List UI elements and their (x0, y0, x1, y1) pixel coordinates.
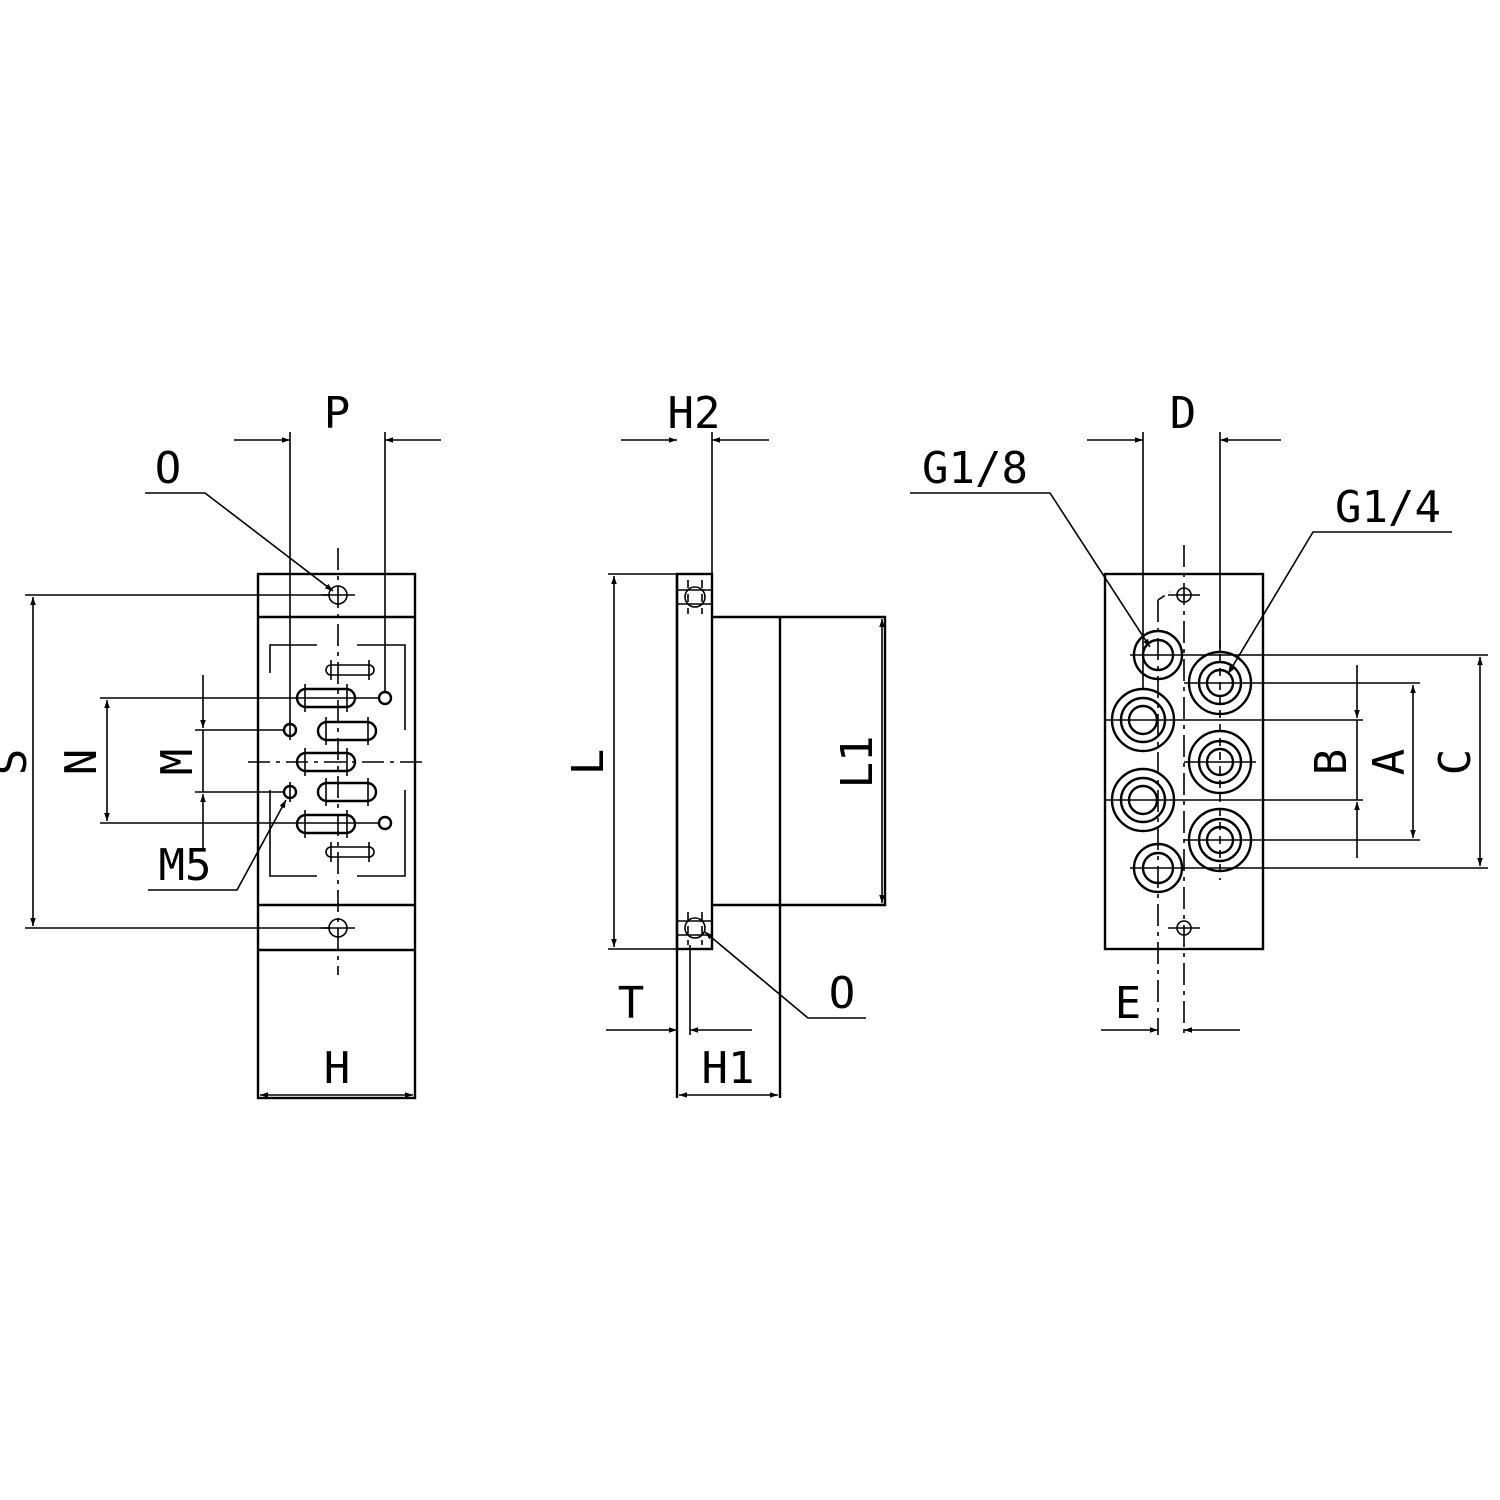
dim-H1: H1 (679, 1043, 778, 1098)
dim-C: C (1186, 654, 1488, 869)
slot-7 (325, 842, 375, 862)
label-G18: G1/8 (922, 443, 1028, 494)
slot-4 (295, 748, 357, 776)
side-view: H2 L L1 O T (563, 388, 887, 1098)
front-view: P O S N M (0, 388, 441, 1100)
label-C: C (1430, 749, 1481, 776)
label-O-front: O (155, 443, 182, 494)
label-B: B (1306, 749, 1357, 776)
dim-T: T (606, 945, 752, 1035)
slot-6 (295, 810, 357, 838)
leader-G18: G1/8 (910, 443, 1151, 648)
side-valve-body (712, 615, 887, 907)
front-inner-brackets (269, 644, 406, 877)
label-L1: L1 (832, 736, 883, 789)
slot-1 (325, 660, 375, 680)
side-plate-outline (675, 572, 714, 951)
g18-port-4 (1130, 842, 1186, 894)
label-G14: G1/4 (1335, 482, 1441, 533)
g18-port-3 (1105, 767, 1363, 833)
dim-L1: L1 (832, 619, 885, 903)
label-M5: M5 (159, 840, 212, 891)
front-slots (295, 660, 378, 862)
rear-mount-hole-bottom (1168, 920, 1200, 936)
dim-A: A (1364, 685, 1416, 838)
label-M: M (152, 749, 203, 776)
front-body-outline (256, 572, 417, 1100)
label-S: S (0, 749, 37, 776)
label-H2: H2 (668, 388, 721, 439)
dim-E: E (1101, 978, 1240, 1033)
label-L: L (563, 749, 614, 776)
slot-5 (316, 778, 378, 806)
dim-P: P (234, 388, 441, 725)
label-H1: H1 (702, 1043, 755, 1094)
leader-G14: G1/4 (1227, 482, 1452, 675)
dim-M: M (152, 675, 284, 848)
leader-O-side: O (704, 931, 866, 1019)
side-hole-bottom (677, 912, 712, 945)
label-T: T (618, 978, 645, 1029)
label-D: D (1170, 388, 1197, 439)
slot-3 (316, 717, 378, 745)
dim-H2: H2 (621, 388, 769, 574)
label-H: H (324, 1043, 351, 1094)
label-P: P (324, 388, 351, 439)
dim-B: B (1306, 665, 1360, 858)
dim-N: N (56, 697, 380, 824)
dim-S: S (0, 594, 330, 929)
dim-D: D (1087, 388, 1281, 690)
dim-H: H (260, 1043, 413, 1098)
leader-M5: M5 (148, 799, 287, 891)
label-E: E (1115, 978, 1142, 1029)
rear-view: D G1/8 G1/4 C A (910, 388, 1488, 1035)
rear-mount-hole-top (1168, 587, 1200, 603)
label-A: A (1364, 749, 1415, 776)
label-O-side: O (829, 968, 856, 1019)
label-N: N (56, 749, 107, 776)
leader-O-front: O (145, 443, 334, 592)
side-hole-top (677, 580, 712, 614)
dim-L: L (563, 573, 677, 950)
